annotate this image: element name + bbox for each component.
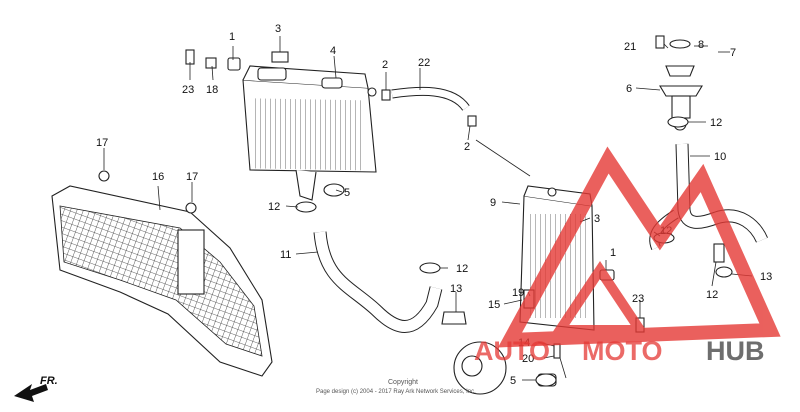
callout-7: 7: [730, 47, 736, 59]
callout-1: 1: [229, 31, 235, 43]
callout-9: 9: [490, 197, 496, 209]
callout-3-lower: 3: [594, 213, 600, 225]
callout-23: 23: [182, 84, 194, 96]
callout-2: 2: [382, 59, 388, 71]
hose-11: [313, 231, 443, 333]
upper-radiator: [242, 65, 377, 201]
logo-triangle-icon: [497, 146, 781, 348]
hose-22: [391, 86, 470, 111]
watermark-text: AUTO MOTO HUB: [474, 336, 765, 366]
watermark-logo: [497, 146, 781, 348]
callout-12-e: 12: [706, 289, 718, 301]
callout-10: 10: [714, 151, 726, 163]
leader-lines: [103, 36, 753, 381]
arrow-icon: [14, 384, 48, 402]
copyright-line2: Page design (c) 2004 - 2017 Ray Ark Netw…: [316, 389, 476, 395]
callout-5: 5: [344, 187, 350, 199]
front-direction: FR.: [14, 375, 58, 402]
watermark-hub: HUB: [706, 336, 765, 366]
copyright-line1: Copyright: [388, 379, 418, 386]
callout-1-lower: 1: [610, 247, 616, 259]
callout-17-b: 17: [186, 171, 198, 183]
callout-12-b: 12: [456, 263, 468, 275]
callout-22: 22: [418, 57, 430, 69]
copyright-block: Copyright Page design (c) 2004 - 2017 Ra…: [316, 379, 476, 395]
radiator-cap-assembly: [659, 39, 703, 131]
callout-18: 18: [206, 84, 218, 96]
callout-5-b: 5: [510, 375, 516, 387]
callout-6: 6: [626, 83, 632, 95]
callout-17: 17: [96, 137, 108, 149]
direction-label: FR.: [40, 375, 58, 387]
callout-23-b: 23: [632, 293, 644, 305]
callout-15: 15: [488, 299, 500, 311]
callout-12: 12: [268, 201, 280, 213]
water-pump-area: [441, 311, 567, 395]
callout-8: 8: [698, 39, 704, 51]
callout-2-lower: 2: [464, 141, 470, 153]
watermark-moto: MOTO: [582, 336, 663, 366]
callout-20: 20: [522, 353, 534, 365]
callout-16: 16: [152, 171, 164, 183]
callout-4: 4: [330, 45, 336, 57]
callout-21: 21: [624, 41, 636, 53]
watermark-auto: AUTO: [474, 336, 550, 366]
callout-13: 13: [450, 283, 462, 295]
callout-19: 19: [512, 287, 524, 299]
radiator-grille: [51, 170, 273, 377]
callout-13-b: 13: [760, 271, 772, 283]
callout-3: 3: [275, 23, 281, 35]
callout-12-c: 12: [710, 117, 722, 129]
callout-11: 11: [280, 249, 291, 261]
logo-inner-triangle-icon: [550, 260, 650, 335]
